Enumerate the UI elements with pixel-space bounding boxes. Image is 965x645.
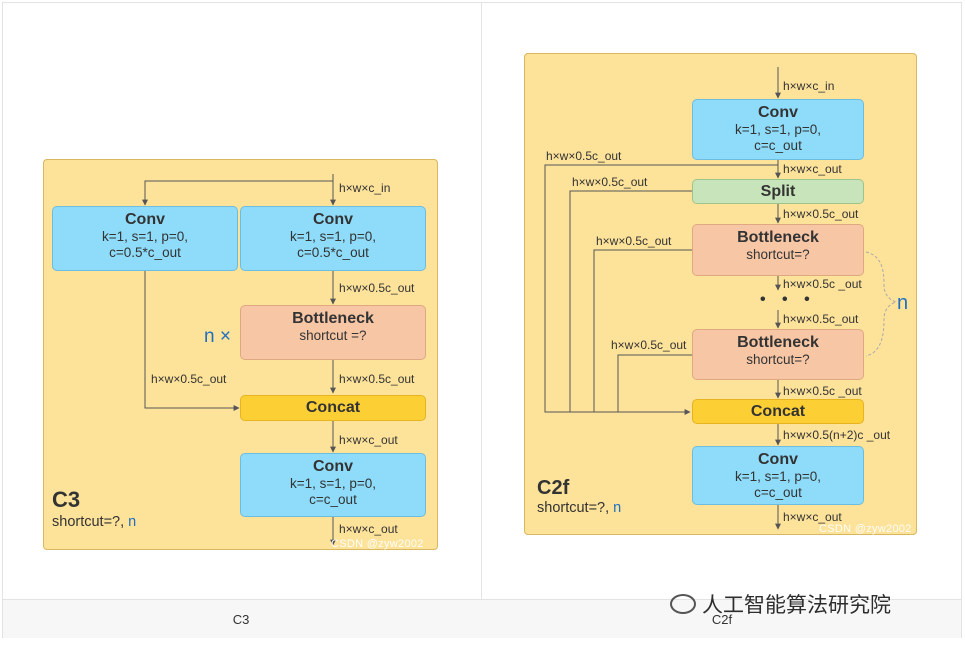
conv-params: k=1, s=1, p=0, — [102, 229, 188, 244]
caption-bar — [3, 599, 961, 638]
c3-label-side: h×w×0.5c_out — [151, 372, 227, 386]
c2f-label-after-concat: h×w×0.5(n+2)c _out — [783, 428, 891, 442]
column-divider — [481, 2, 482, 638]
c2f-label-after-split: h×w×0.5c_out — [783, 207, 859, 221]
c3-label-after-concat: h×w×c_out — [339, 433, 398, 447]
caption-c3: C3 — [232, 612, 250, 627]
c3-title: C3 — [52, 487, 81, 512]
conv-title: Conv — [758, 104, 798, 121]
c3-subtitle: shortcut=?, n — [52, 514, 136, 530]
caption-c2f: C2f — [711, 612, 733, 627]
subtitle-text: shortcut=?, — [537, 500, 614, 516]
c2f-bottleneck-1: Bottleneck shortcut=? — [692, 224, 864, 276]
conv-title: Conv — [758, 451, 798, 468]
c3-bottleneck: Bottleneck shortcut =? — [240, 305, 426, 360]
c3-label-out: h×w×c_out — [339, 522, 398, 536]
c2f-concat: Concat — [692, 399, 864, 424]
c2f-label-side-2: h×w×0.5c_out — [572, 175, 648, 189]
c3-watermark: CSDN @zyw2002 — [331, 538, 424, 550]
c3-n-times: n × — [204, 326, 231, 348]
bottleneck-title: Bottleneck — [737, 229, 819, 246]
conv-params: k=1, s=1, p=0, — [290, 476, 376, 491]
conv-title: Conv — [125, 211, 165, 228]
c2f-label-before-bottleneck-2: h×w×0.5c_out — [783, 312, 859, 326]
overlay-watermark: 人工智能算法研究院 — [670, 589, 891, 619]
c2f-label-side-1: h×w×0.5c_out — [546, 149, 622, 163]
c2f-bottleneck-2: Bottleneck shortcut=? — [692, 329, 864, 380]
subtitle-n: n — [128, 514, 137, 530]
c3-conv-right: Conv k=1, s=1, p=0, c=0.5*c_out — [240, 206, 426, 271]
conv-channels: c=c_out — [754, 485, 802, 500]
conv-title: Conv — [313, 211, 353, 228]
c2f-label-after-conv: h×w×c_out — [783, 162, 842, 176]
n-times-label: n × — [204, 326, 231, 347]
c2f-title: C2f — [537, 477, 570, 499]
bottleneck-title: Bottleneck — [292, 310, 374, 327]
c3-label-after-bottleneck: h×w×0.5c_out — [339, 372, 415, 386]
c2f-label-in: h×w×c_in — [783, 79, 835, 93]
c3-conv-left: Conv k=1, s=1, p=0, c=0.5*c_out — [52, 206, 238, 271]
c2f-conv-out: Conv k=1, s=1, p=0, c=c_out — [692, 446, 864, 505]
conv-channels: c=c_out — [754, 138, 802, 153]
bottleneck-shortcut: shortcut=? — [746, 247, 810, 262]
conv-params: k=1, s=1, p=0, — [290, 229, 376, 244]
c3-conv-out: Conv k=1, s=1, p=0, c=c_out — [240, 453, 426, 517]
c2f-label-side-3: h×w×0.5c_out — [596, 234, 672, 248]
c3-label-after-conv: h×w×0.5c_out — [339, 281, 415, 295]
c2f-label-side-4: h×w×0.5c_out — [611, 338, 687, 352]
c3-concat: Concat — [240, 395, 426, 421]
c2f-label-out: h×w×c_out — [783, 510, 842, 524]
overlay-watermark-text: 人工智能算法研究院 — [702, 594, 891, 617]
c2f-label-after-bottleneck-2: h×w×0.5c _out — [783, 384, 862, 398]
bottleneck-title: Bottleneck — [737, 334, 819, 351]
c2f-split: Split — [692, 179, 864, 204]
c2f-watermark: CSDN @zyw2002 — [819, 523, 912, 535]
conv-title: Conv — [313, 458, 353, 475]
c2f-subtitle: shortcut=?, n — [537, 500, 621, 516]
c2f-conv-top: Conv k=1, s=1, p=0, c=c_out — [692, 99, 864, 160]
conv-channels: c=0.5*c_out — [109, 245, 181, 260]
c3-label-in: h×w×c_in — [339, 181, 391, 195]
c2f-dots: • • • — [760, 291, 816, 308]
conv-channels: c=0.5*c_out — [297, 245, 369, 260]
bottleneck-shortcut: shortcut=? — [746, 352, 810, 367]
bottleneck-shortcut: shortcut =? — [299, 328, 367, 343]
conv-params: k=1, s=1, p=0, — [735, 122, 821, 137]
wechat-icon — [670, 594, 696, 615]
subtitle-text: shortcut=?, — [52, 514, 129, 530]
subtitle-n: n — [613, 500, 622, 516]
conv-params: k=1, s=1, p=0, — [735, 469, 821, 484]
conv-channels: c=c_out — [309, 492, 357, 507]
c2f-label-after-bottleneck-1: h×w×0.5c _out — [783, 277, 862, 291]
c2f-n-label: n — [897, 292, 909, 314]
